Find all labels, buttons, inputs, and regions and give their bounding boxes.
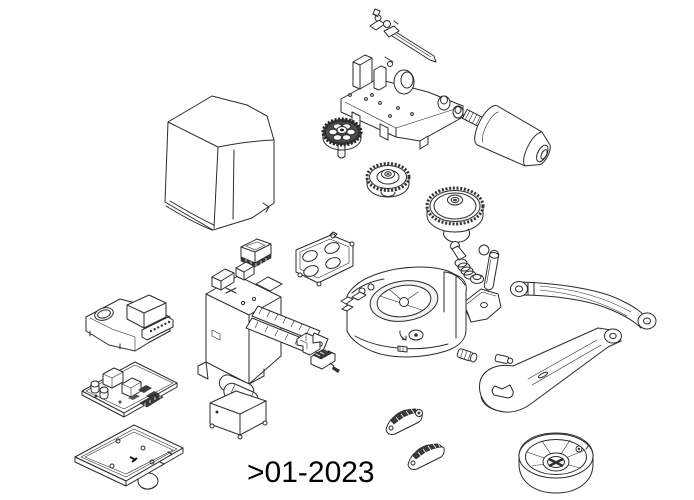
base-plate-part [74,424,184,490]
caption-text: >01-2023 [247,456,375,489]
release-cam-part [462,288,502,323]
gearbox-housing-part [340,266,467,358]
limit-cam-parts [385,407,445,470]
worm-screw-part [369,8,437,63]
cover-part [164,95,275,231]
control-board-part [81,361,178,418]
worm-gear-part [321,117,363,159]
straight-arm-part [479,327,622,413]
gear-housing-part [197,261,329,385]
dish-cover-part [518,432,594,494]
transformer-part [209,374,268,440]
cover-bracket-part [85,294,174,352]
connector-block-part [240,238,272,268]
terminal-frame-part [295,231,355,287]
drive-gear-part [365,162,411,198]
release-key-part [478,244,500,291]
pin-screw-parts [456,348,514,364]
release-spring-parts [450,241,484,284]
curved-arm-part [510,281,657,330]
crown-gear-part [425,186,485,243]
clip-parts [296,332,340,373]
motor-part [462,105,551,167]
